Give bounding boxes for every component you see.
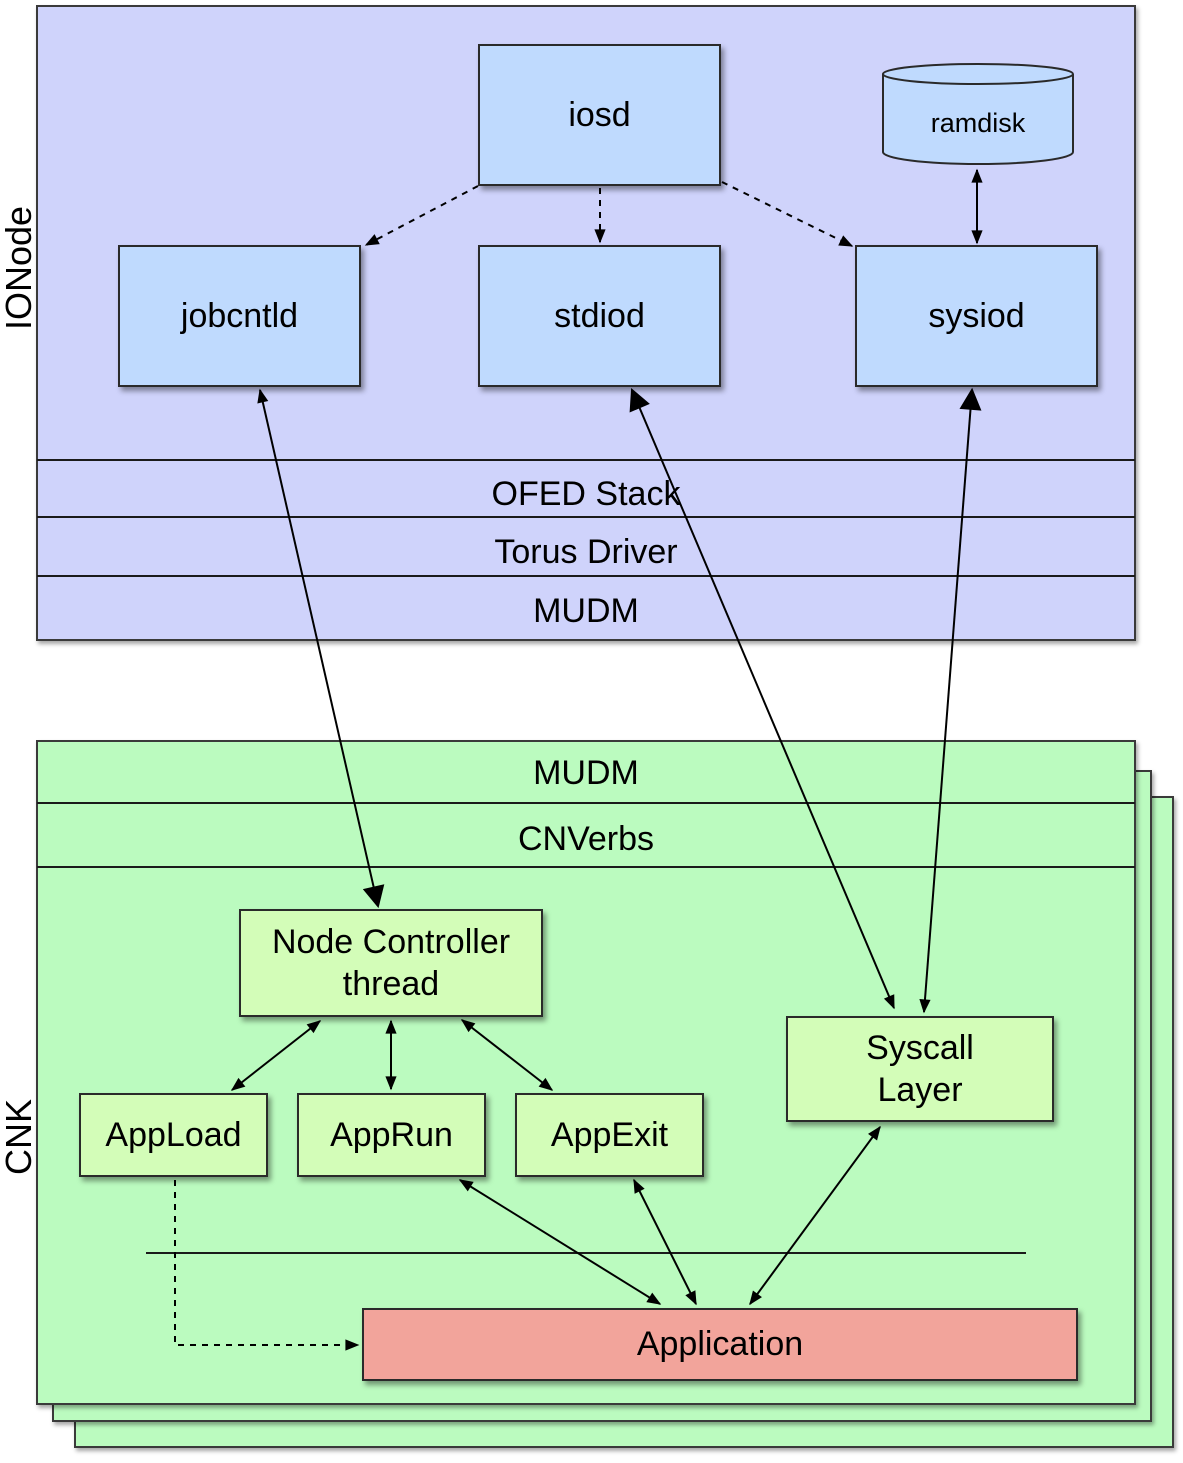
node-controller-box: Node Controller thread bbox=[239, 909, 543, 1017]
kernel-user-separator bbox=[146, 1252, 1026, 1254]
cnk-layer-divider-2 bbox=[37, 866, 1135, 868]
sysiod-box: sysiod bbox=[855, 245, 1098, 387]
appload-box: AppLoad bbox=[79, 1093, 268, 1177]
apprun-box: AppRun bbox=[297, 1093, 486, 1177]
ionode-label: IONode bbox=[0, 205, 39, 330]
syscall-layer-box: Syscall Layer bbox=[786, 1016, 1054, 1122]
iosd-box: iosd bbox=[478, 44, 721, 186]
ionode-layer-divider-1 bbox=[37, 459, 1135, 461]
syscall-line-2: Layer bbox=[877, 1071, 963, 1109]
ionode-layer-divider-2 bbox=[37, 516, 1135, 518]
cnk-mudm-layer: MUDM bbox=[533, 753, 639, 792]
syscall-line-1: Syscall bbox=[866, 1029, 974, 1067]
cnk-label: CNK bbox=[0, 1098, 39, 1175]
cnverbs-layer: CNVerbs bbox=[517, 819, 655, 858]
ionode-layer-divider-3 bbox=[37, 575, 1135, 577]
ionode-mudm-layer: MUDM bbox=[533, 591, 639, 630]
application-box: Application bbox=[362, 1308, 1078, 1381]
jobcntld-box: jobcntld bbox=[118, 245, 361, 387]
cnk-layer-divider-1 bbox=[37, 802, 1135, 804]
node-controller-line-2: thread bbox=[342, 965, 440, 1003]
node-controller-line-1: Node Controller bbox=[271, 923, 511, 961]
ramdisk-cylinder bbox=[882, 63, 1074, 165]
appexit-box: AppExit bbox=[515, 1093, 704, 1177]
torus-driver-layer: Torus Driver bbox=[494, 532, 678, 571]
ramdisk-label: ramdisk bbox=[930, 107, 1026, 138]
ofed-stack-layer: OFED Stack bbox=[491, 474, 681, 513]
stdiod-box: stdiod bbox=[478, 245, 721, 387]
